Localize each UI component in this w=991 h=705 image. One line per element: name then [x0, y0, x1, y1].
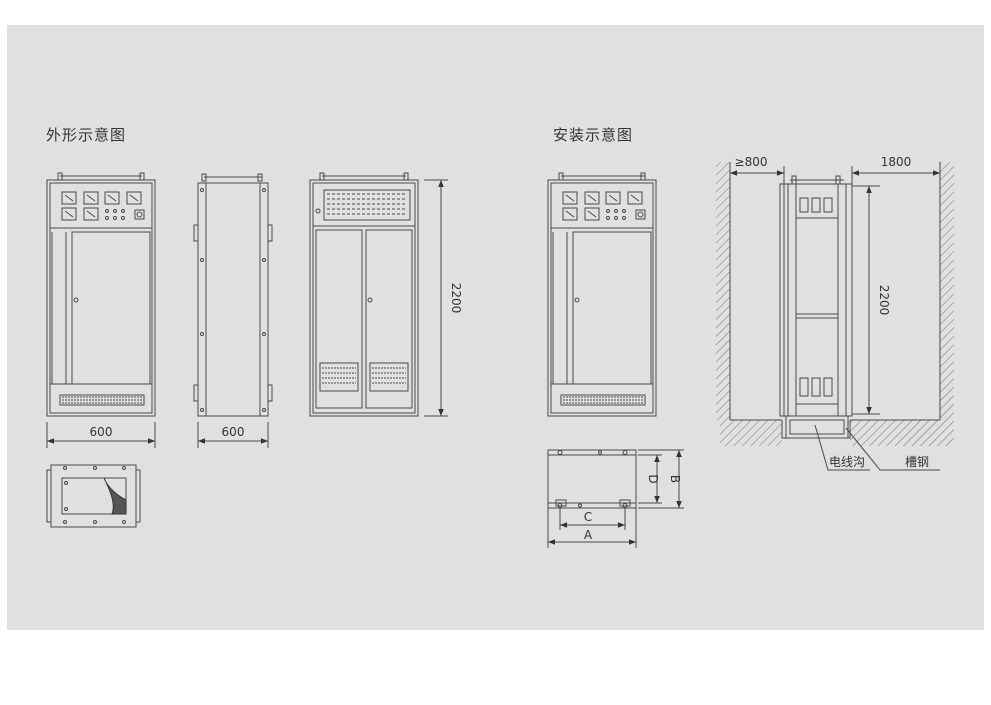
install-height-dimension	[852, 185, 880, 415]
height-dimension	[424, 179, 448, 417]
rear-clearance-label: 1800	[881, 155, 912, 169]
dimension-C	[559, 508, 626, 530]
side-width-label: 600	[222, 425, 245, 439]
channel-steel-label: 槽钢	[905, 455, 929, 469]
outline-title: 外形示意图	[46, 126, 127, 144]
dimension-B	[638, 449, 684, 509]
wall-and-floor-hatching	[716, 162, 954, 446]
dimension-B-label: B	[668, 475, 682, 483]
front-clearance-dimension	[730, 166, 785, 184]
side-width-dimension	[197, 422, 269, 448]
dimension-A-label: A	[584, 528, 593, 542]
front-width-label: 600	[90, 425, 113, 439]
rear-view-cabinet	[309, 172, 419, 417]
dimension-A	[547, 508, 637, 548]
cable-trench-label: 电线沟	[829, 455, 865, 469]
install-front-cabinet	[547, 172, 657, 417]
channel-steel-leader	[845, 427, 940, 471]
install-side-cabinet	[779, 175, 853, 439]
rear-clearance-dimension	[851, 166, 940, 184]
plan-view-base	[46, 464, 141, 528]
height-label: 2200	[449, 283, 463, 314]
cable-trench-leader	[814, 424, 870, 471]
drawing-panel	[7, 25, 984, 630]
front-view-cabinet	[46, 172, 156, 417]
dimension-C-label: C	[584, 510, 592, 524]
dimension-D	[638, 454, 662, 504]
install-base-plan	[547, 449, 637, 509]
side-view-cabinet	[193, 173, 273, 417]
install-title: 安装示意图	[553, 126, 634, 144]
install-height-label: 2200	[877, 285, 891, 316]
front-clearance-label: ≥800	[735, 155, 768, 169]
front-width-dimension	[46, 422, 156, 448]
dimension-D-label: D	[646, 474, 660, 483]
